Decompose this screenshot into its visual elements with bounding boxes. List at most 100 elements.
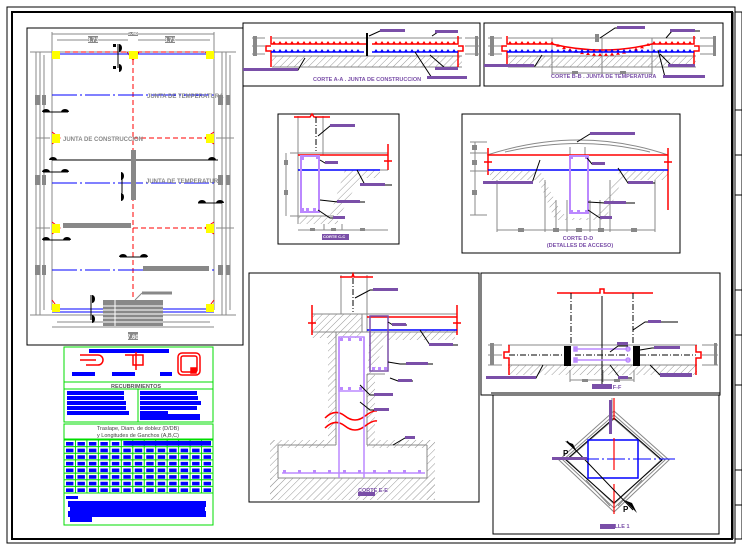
rebar-tick [676, 49, 680, 52]
rebar-tick [326, 41, 330, 44]
callout-bars [358, 288, 453, 496]
rebar-tick [670, 49, 674, 52]
rebar-tick [562, 46, 566, 50]
rebar-tick [586, 52, 590, 56]
rebar-tick [290, 49, 294, 52]
table-cell [77, 448, 85, 453]
rebar-tick [550, 41, 554, 44]
table-cell [180, 488, 189, 492]
table-cell [146, 488, 154, 492]
rebar-tick [302, 49, 306, 52]
plan-schedule [103, 291, 172, 326]
rebar-dot [403, 470, 406, 473]
footing-rebar-dots [283, 470, 421, 473]
table-cell [180, 475, 189, 479]
top-rebar [294, 112, 392, 170]
plan-dim-2: 5.48 [128, 31, 138, 37]
rebar-tick [532, 41, 536, 44]
rebar-tick [404, 41, 408, 44]
table-cell [123, 468, 131, 473]
table-cell [157, 488, 166, 492]
rebar-tick [398, 41, 402, 44]
table-cell [192, 455, 200, 459]
plan-label-temperature-2: JUNTA DE TEMPERATURA [146, 179, 223, 185]
rebar-dot [298, 470, 301, 473]
rebar-tick [676, 41, 680, 44]
rebar-tick [392, 41, 396, 44]
table-cell [169, 461, 177, 466]
dim-tag [88, 36, 98, 43]
rebar-tick [634, 47, 638, 51]
table-cell [111, 455, 120, 459]
callout-bars [483, 132, 653, 219]
rebar-tick [658, 41, 662, 44]
rebar-tick [272, 49, 276, 52]
rebar-tick [356, 41, 360, 44]
table-cell [203, 475, 211, 479]
table-cell [88, 475, 97, 479]
top-rebar [503, 288, 702, 375]
dim-tag [128, 332, 138, 340]
notes-block [66, 496, 206, 522]
table-cell [66, 461, 74, 466]
table-cell [203, 488, 211, 492]
dowel-bars [573, 346, 631, 363]
table-cell [157, 481, 166, 486]
table-cell [203, 448, 211, 453]
rebar-tick [628, 49, 632, 52]
rebar-tick [320, 49, 324, 52]
plan-dim-1: 3.73 [87, 38, 99, 44]
table-cell [146, 448, 154, 453]
table-cell [66, 481, 74, 486]
rebar-tick [556, 49, 560, 52]
table-cell [180, 455, 189, 459]
section-ff: CORTE F-F [480, 272, 721, 396]
table-cell [180, 448, 189, 453]
table-cell [66, 468, 74, 473]
rebar-legend: RECUBRIMIENTOS Traslape, Diam. de doblez… [63, 346, 214, 526]
rebar-tick [538, 49, 542, 52]
table-cell [134, 468, 143, 473]
plan-dim-3: 3.73 [164, 38, 176, 44]
rebar-tick [320, 41, 324, 44]
table-cell [66, 475, 74, 479]
stirrup-icon [177, 352, 201, 376]
rebar-tick [520, 49, 524, 52]
rebar-tick [398, 49, 402, 52]
table-cell [66, 455, 74, 459]
table-cell [146, 475, 154, 479]
stirrup [300, 155, 320, 213]
rebar-tick [422, 41, 426, 44]
rebar-tick [290, 41, 294, 44]
table-cell [192, 461, 200, 466]
table-cell [123, 461, 131, 466]
detail-mark-p-left: P [563, 449, 569, 458]
table-cell [77, 481, 85, 486]
table-cell [100, 448, 108, 453]
table-cell [192, 468, 200, 473]
rebar-tick [404, 49, 408, 52]
bottom-rebar-ticks [508, 49, 692, 52]
section-aa: CORTE A-A . JUNTA DE CONSTRUCCION [242, 22, 481, 87]
table-cell [111, 461, 120, 466]
rebar-tick [446, 49, 450, 52]
rebar-tick [604, 52, 608, 56]
rebar-tick [350, 49, 354, 52]
rebar-tick [574, 49, 578, 52]
top-rebar-ticks [508, 41, 692, 56]
rebar-tick [452, 41, 456, 44]
table-cell [123, 448, 131, 453]
rebar-tick [586, 49, 590, 52]
rebar-tick [556, 43, 560, 47]
table-cell [88, 468, 97, 473]
rebar-tick [272, 41, 276, 44]
rebar-tick [508, 49, 512, 52]
section-bb: CORTE B-B . JUNTA DE TEMPERATURA [483, 22, 724, 87]
rebar-tick [592, 49, 596, 52]
table-cell [88, 488, 97, 492]
rebar-tick [688, 49, 692, 52]
rebar-tick [308, 49, 312, 52]
section-cc-title: CORTE C-C [323, 234, 345, 239]
rebar-tick [526, 49, 530, 52]
hook-icon [80, 354, 104, 366]
